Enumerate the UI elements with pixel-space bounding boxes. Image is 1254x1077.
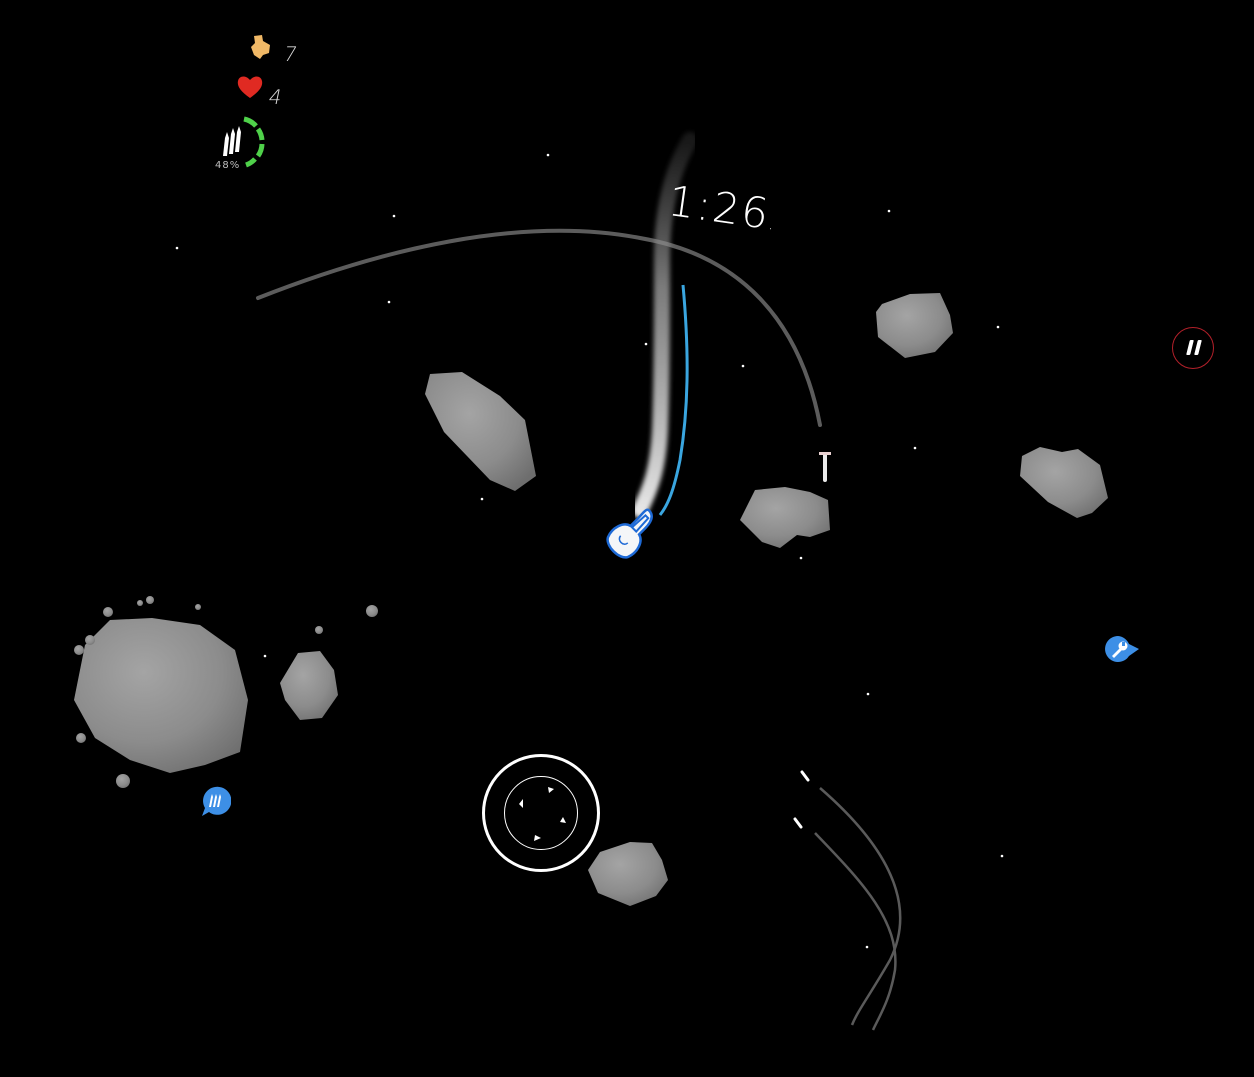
repair-pickup[interactable] <box>1103 634 1141 664</box>
enemy-trail <box>256 228 822 427</box>
ammo-gauge <box>223 116 265 168</box>
missile-trail <box>814 832 897 1031</box>
joystick-thumb[interactable] <box>504 776 578 850</box>
missile-trail <box>819 787 902 1026</box>
wrench-icon <box>1112 641 1128 658</box>
heart-icon <box>237 76 263 98</box>
virtual-joystick[interactable] <box>482 754 600 872</box>
stars <box>175 153 1004 949</box>
ammo-pickup[interactable] <box>199 785 231 817</box>
smoke-trail <box>632 132 698 518</box>
scrap-icon <box>251 35 270 59</box>
missile <box>819 452 831 482</box>
bullets-icon <box>209 794 221 807</box>
player-ship <box>606 508 653 559</box>
pause-button[interactable] <box>1172 327 1214 369</box>
asteroids <box>74 293 1108 906</box>
ammo-percent: 48% <box>215 160 241 171</box>
thrust-trail <box>658 284 689 516</box>
missile <box>800 770 810 782</box>
bullets-icon <box>223 126 241 156</box>
missile <box>793 817 803 829</box>
joystick-icon <box>519 787 566 841</box>
